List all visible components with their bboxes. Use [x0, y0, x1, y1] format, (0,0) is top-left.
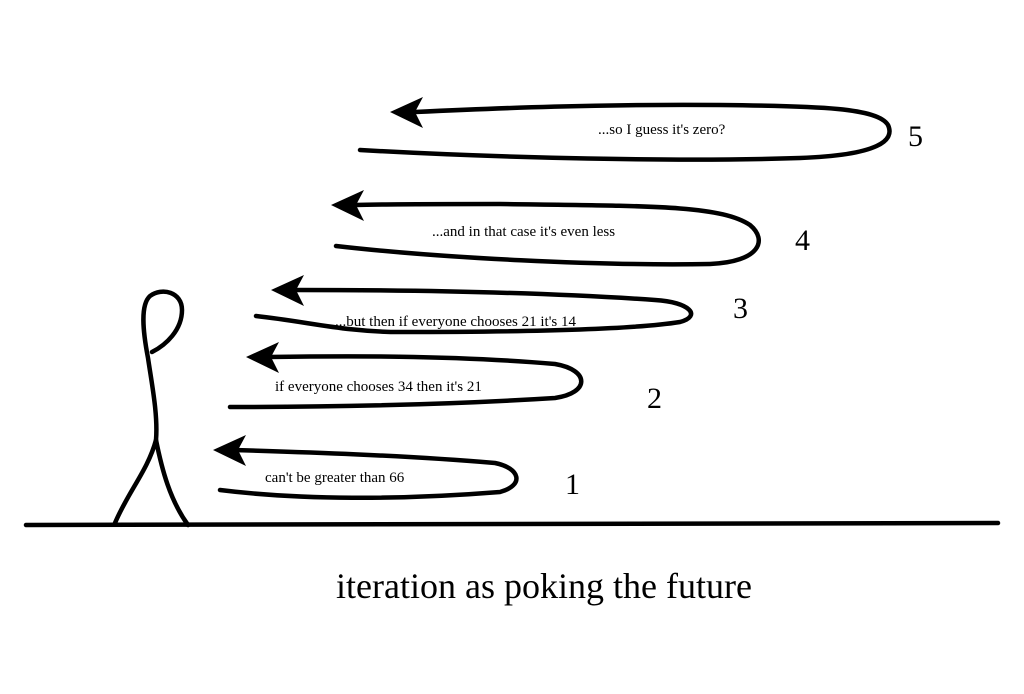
stick-figure-head-body — [112, 289, 185, 526]
stick-figure — [112, 289, 191, 528]
iteration-loop-4: ...and in that case it's even less 4 — [331, 190, 810, 267]
iteration-loop-3: ...but then if everyone chooses 21 it's … — [253, 275, 748, 335]
step-number-5: 5 — [908, 120, 923, 153]
step-number-4: 4 — [795, 224, 810, 257]
loop-5-text: ...so I guess it's zero? — [598, 122, 726, 138]
iteration-loop-1: can't be greater than 66 1 — [213, 435, 580, 501]
step-number-2: 2 — [647, 382, 662, 415]
diagram-caption: iteration as poking the future — [336, 566, 752, 606]
iteration-loop-5: ...so I guess it's zero? 5 — [357, 97, 923, 162]
iteration-loop-2: if everyone chooses 34 then it's 21 2 — [227, 342, 662, 415]
step-number-1: 1 — [565, 468, 580, 501]
ground-line — [23, 520, 1001, 528]
loop-3-text: ...but then if everyone chooses 21 it's … — [335, 314, 576, 330]
stick-figure-rear-leg — [153, 437, 191, 528]
loop-2-text: if everyone chooses 34 then it's 21 — [275, 379, 482, 395]
loop-1-text: can't be greater than 66 — [265, 470, 405, 486]
loop-4-text: ...and in that case it's even less — [432, 224, 615, 240]
step-number-3: 3 — [733, 292, 748, 325]
